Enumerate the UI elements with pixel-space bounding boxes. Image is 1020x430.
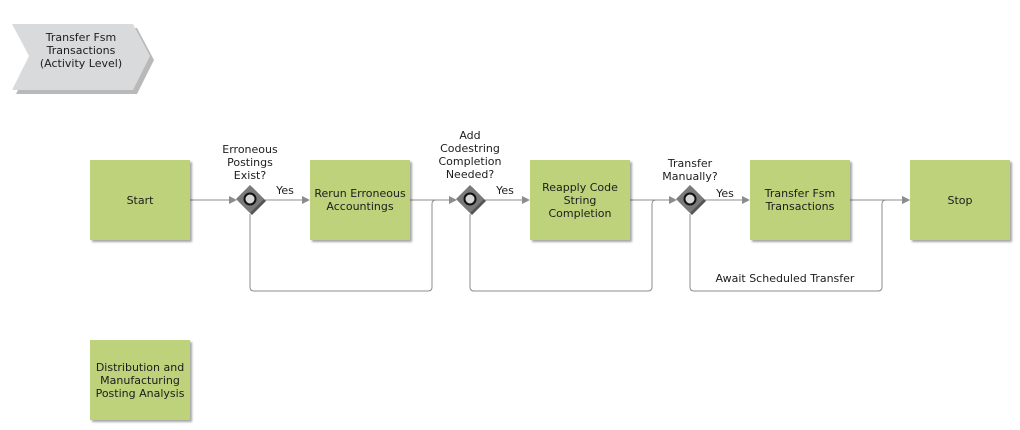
gateway-erroneous-postings	[236, 185, 266, 215]
edge-g2-bypass	[469, 196, 677, 292]
process-title: Transfer Fsm Transactions (Activity Leve…	[39, 31, 123, 70]
task-distribution-posting-analysis[interactable]: Distribution and Manufacturing Posting A…	[90, 340, 190, 420]
task-transfer-fsm-transactions[interactable]: Transfer Fsm Transactions	[750, 160, 850, 240]
edge-label-await-scheduled-transfer: Await Scheduled Transfer	[715, 272, 855, 285]
start-event[interactable]: Start	[90, 160, 190, 240]
gateway-codestring-completion	[456, 185, 486, 215]
gateway-label-codestring-completion: Add Codestring Completion Needed?	[438, 129, 502, 181]
gateway-label-transfer-manually: Transfer Manually?	[662, 157, 718, 183]
edge-label-yes-3: Yes	[716, 187, 734, 200]
gateway-label-erroneous-postings: Erroneous Postings Exist?	[222, 143, 278, 182]
gateway-transfer-manually	[676, 185, 706, 215]
edge-label-yes-2: Yes	[496, 184, 514, 197]
process-chevron-shape	[12, 24, 154, 94]
task-reapply-code-string-completion[interactable]: Reapply Code String Completion	[530, 160, 630, 240]
task-rerun-erroneous-accountings[interactable]: Rerun Erroneous Accountings	[310, 160, 410, 240]
edge-g1-bypass	[249, 196, 457, 292]
edge-label-yes-1: Yes	[276, 184, 294, 197]
stop-event[interactable]: Stop	[910, 160, 1010, 240]
edge-g3-await	[689, 196, 910, 292]
